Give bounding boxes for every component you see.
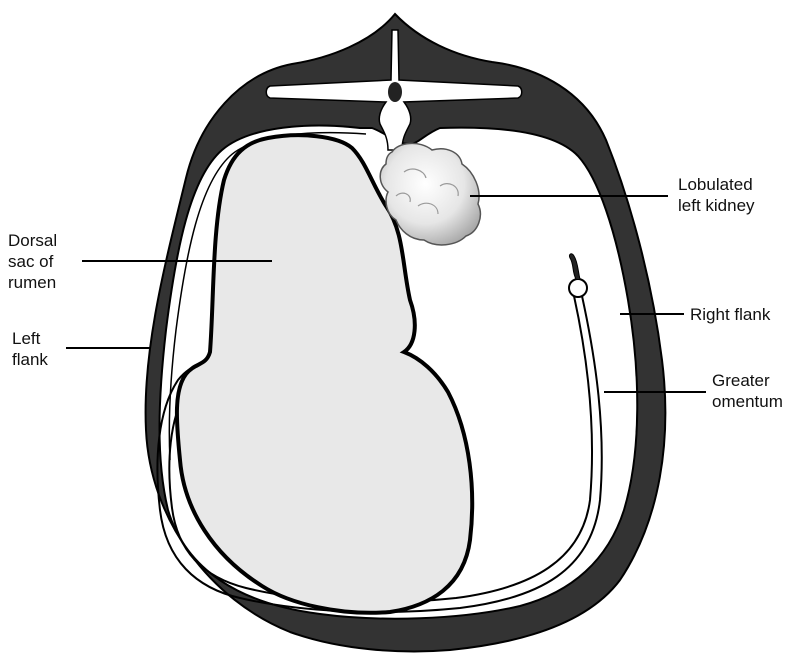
label-greater-omentum: Greater omentum bbox=[712, 370, 783, 412]
label-lobulated-left-kidney: Lobulated left kidney bbox=[678, 174, 755, 216]
label-right-flank: Right flank bbox=[690, 304, 770, 325]
label-dorsal-sac-of-rumen: Dorsal sac of rumen bbox=[8, 230, 57, 293]
label-left-flank: Left flank bbox=[12, 328, 48, 370]
omentum-knob bbox=[569, 279, 587, 297]
